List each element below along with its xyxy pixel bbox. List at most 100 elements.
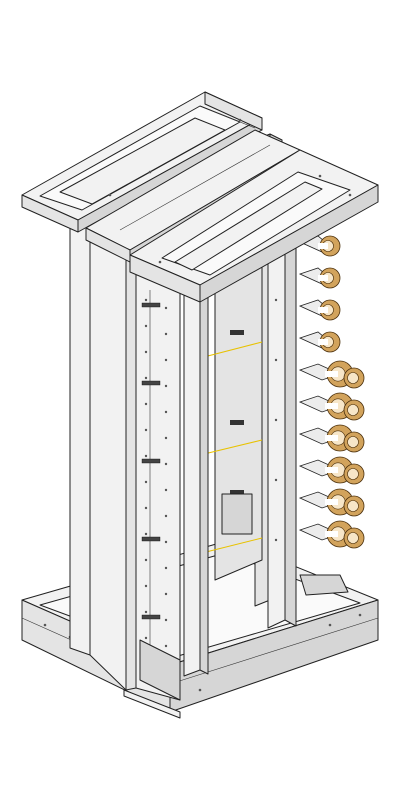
cable-bracket	[298, 488, 365, 517]
top-frame-rear	[21, 91, 263, 233]
top-hole	[108, 193, 112, 197]
panel-hole	[164, 384, 168, 388]
panel-hole	[144, 428, 148, 432]
panel-hole	[164, 540, 168, 544]
bracket-opening	[325, 499, 338, 505]
bracket-opening	[325, 467, 338, 473]
top-hole	[148, 170, 152, 174]
panel-hole	[144, 610, 148, 614]
panel-hole	[144, 402, 148, 406]
base-foot-plate	[299, 574, 349, 596]
top-hole	[348, 193, 352, 197]
panel-label	[230, 420, 244, 425]
panel-hole	[144, 454, 148, 458]
upright-front-middle	[183, 279, 201, 677]
top-edge-line	[209, 109, 256, 129]
panel-module	[221, 493, 253, 535]
panel-hole	[144, 584, 148, 588]
panel-hole	[164, 592, 168, 596]
bracket-opening	[325, 403, 338, 409]
panel-label	[141, 536, 161, 542]
base-hole	[43, 623, 47, 627]
upright-front-middle-side	[199, 279, 209, 675]
upright-left-panel	[135, 261, 181, 701]
upright-left-face	[89, 217, 127, 691]
top-hole	[318, 174, 322, 178]
upright-left-outer	[69, 217, 91, 656]
top-frame-front	[129, 149, 379, 303]
panel-hole	[144, 558, 148, 562]
panel-hole	[144, 324, 148, 328]
front-corner-panel	[123, 639, 181, 719]
panel-label	[141, 458, 161, 464]
panel-hole	[144, 376, 148, 380]
panel-hole	[144, 350, 148, 354]
cable-bracket	[298, 331, 341, 353]
base-hole	[358, 613, 362, 617]
panel-hole	[144, 480, 148, 484]
guide-line	[199, 341, 263, 359]
cable-bracket	[298, 392, 365, 421]
bracket-hook-inner	[347, 436, 359, 448]
panel-label	[230, 490, 244, 495]
top-front-crossbar	[174, 181, 323, 271]
bracket-opening	[325, 435, 338, 441]
upright-hole	[274, 358, 278, 362]
panel-hole	[164, 358, 168, 362]
bracket-opening	[325, 371, 338, 377]
panel-hole	[144, 532, 148, 536]
bracket-opening	[325, 531, 338, 537]
cable-bracket	[298, 520, 365, 549]
bracket-hook-inner	[347, 372, 359, 384]
top-rear-crossbar	[59, 117, 226, 205]
cable-bracket	[298, 360, 365, 389]
panel-hole	[164, 410, 168, 414]
top-rear-corner	[204, 91, 263, 131]
panel-hole	[164, 306, 168, 310]
bracket-hook-inner	[347, 500, 359, 512]
upright-hole	[274, 418, 278, 422]
left-front-upright	[69, 217, 181, 701]
upright-hole	[274, 538, 278, 542]
panel-hole	[164, 462, 168, 466]
panel-hole	[144, 636, 148, 640]
bracket-opening	[318, 275, 328, 281]
cable-bracket	[298, 267, 341, 289]
bracket-hook-inner	[347, 532, 359, 544]
base-hole	[328, 623, 332, 627]
top-mid-line	[119, 144, 271, 231]
panel-hole	[144, 298, 148, 302]
panel-hole	[164, 566, 168, 570]
bracket-hook-inner	[347, 404, 359, 416]
corner-gusset	[139, 639, 181, 701]
upright-hole	[274, 478, 278, 482]
upright-hole	[274, 298, 278, 302]
panel-hole	[164, 332, 168, 336]
cable-bracket-column	[298, 235, 365, 549]
top-hole	[158, 260, 162, 264]
upright-left-edge	[125, 227, 137, 691]
bracket-opening	[318, 339, 328, 345]
panel-hole	[164, 618, 168, 622]
panel-hole	[164, 644, 168, 648]
center-panel	[199, 197, 263, 581]
panel-hole	[164, 488, 168, 492]
bracket-hook-inner	[347, 468, 359, 480]
left-panel-details	[141, 298, 168, 648]
bracket-opening	[318, 243, 328, 249]
bracket-opening	[318, 307, 328, 313]
center-labels	[221, 330, 253, 535]
top-hole	[238, 118, 242, 122]
guide-line	[205, 537, 263, 553]
panel-hole	[164, 514, 168, 518]
panel-label	[230, 330, 244, 335]
cable-bracket	[298, 456, 365, 485]
base-edge-line	[169, 617, 379, 685]
top-front-face-front	[199, 184, 379, 303]
guide-line	[199, 439, 263, 456]
panel-hole	[164, 436, 168, 440]
panel-label	[141, 302, 161, 308]
cable-bracket	[298, 299, 341, 321]
